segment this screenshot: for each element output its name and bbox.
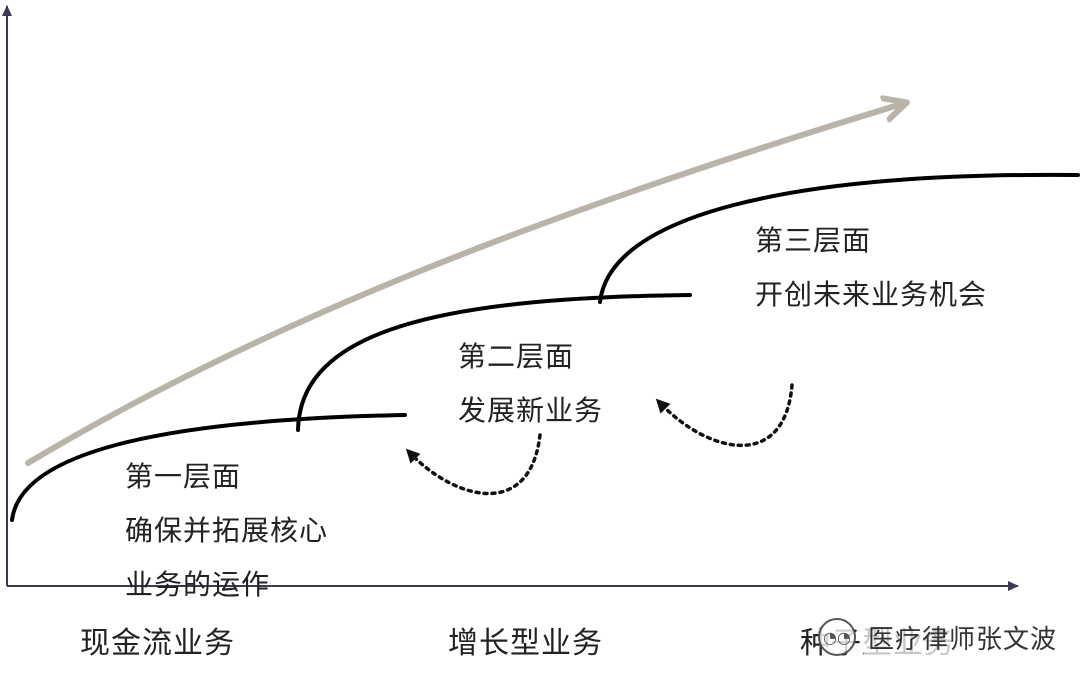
horizon-1-line-1: 确保并拓展核心: [125, 514, 329, 547]
wechat-icon: ◔◔: [818, 618, 856, 656]
horizon-1-label: 第一层面 确保并拓展核心 业务的运作: [125, 450, 328, 612]
horizon-3-line-1: 开创未来业务机会: [755, 278, 988, 311]
horizon-2-curve: [296, 293, 692, 432]
dotted-arrow-2-to-1: [405, 433, 542, 496]
horizon-3-curve: [598, 172, 1080, 304]
category-cash-flow: 现金流业务: [80, 626, 235, 661]
horizon-2-line-1: 发展新业务: [458, 394, 604, 427]
horizon-1-line-2: 业务的运作: [125, 568, 271, 601]
dotted-arrow-3-to-2: [655, 383, 794, 448]
horizon-2-label: 第二层面 发展新业务: [458, 330, 603, 438]
category-growth: 增长型业务: [448, 626, 603, 661]
horizon-3-title: 第三层面: [755, 224, 872, 257]
watermark-text: 医疗律师张文波: [864, 618, 1062, 656]
horizon-2-title: 第二层面: [458, 340, 575, 373]
horizon-1-curve: [10, 413, 407, 522]
horizon-1-title: 第一层面: [125, 460, 242, 493]
horizon-3-label: 第三层面 开创未来业务机会: [755, 214, 987, 322]
watermark: ◔◔ 医疗律师张文波: [818, 618, 1062, 656]
growth-trend-arrow: [25, 103, 905, 466]
